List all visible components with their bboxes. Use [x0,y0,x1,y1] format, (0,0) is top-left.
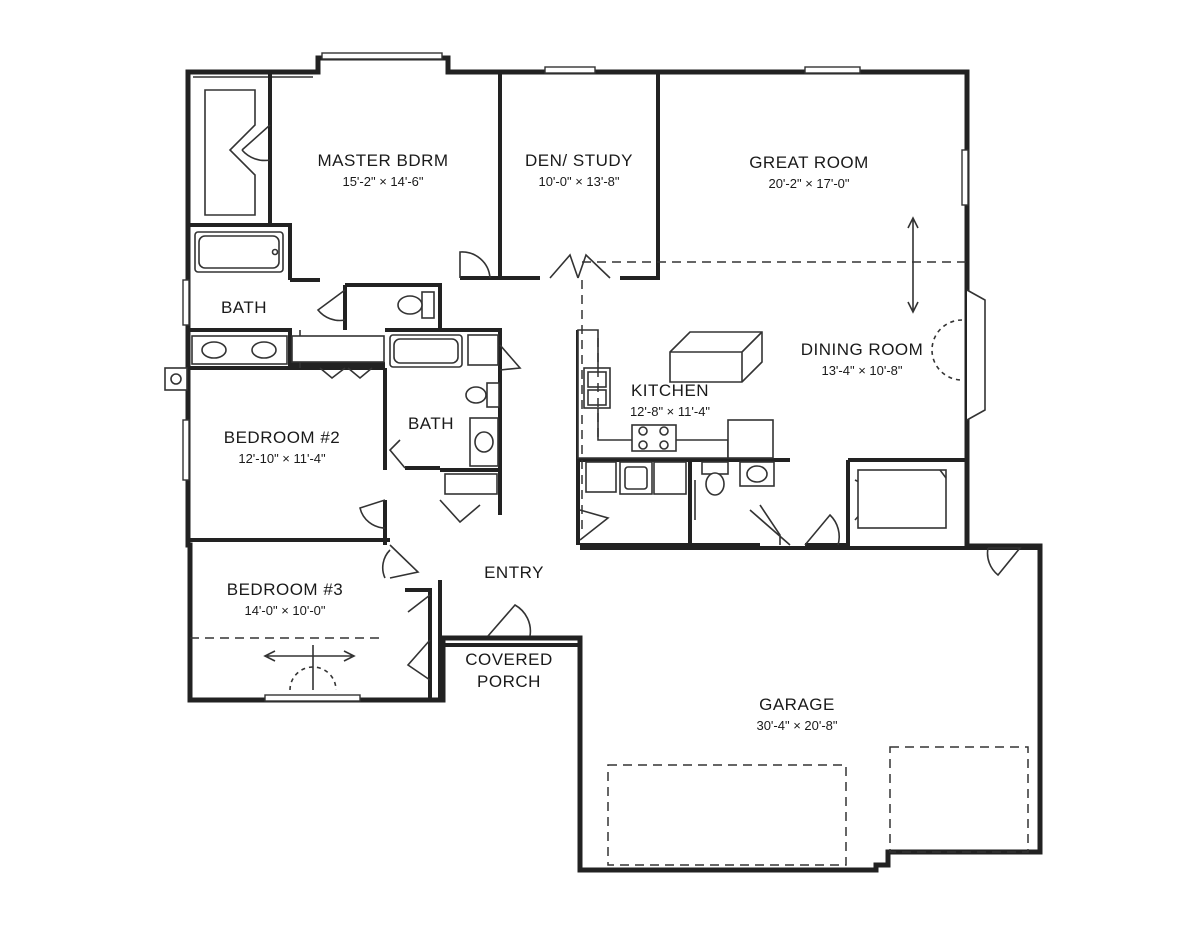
room-garage: GARAGE 30'-4" × 20'-8" [756,695,837,734]
doors [241,124,1022,681]
room-name: DEN/ STUDY [525,151,633,170]
interior-walls [190,72,1040,700]
room-entry: ENTRY [484,563,544,583]
room-dimensions: 15'-2" × 14'-6" [342,174,424,190]
room-name: GREAT ROOM [749,153,869,172]
room-name: GARAGE [759,695,835,714]
room-name: BEDROOM #2 [223,428,341,447]
room-name: BEDROOM #3 [226,580,344,599]
room-name: ENTRY [484,563,544,582]
room-dimensions: 13'-4" × 10'-8" [821,363,903,379]
windows [164,52,986,702]
room-master-bedroom: MASTER BDRM 15'-2" × 14'-6" [317,151,448,190]
room-bath-2: BATH [408,414,454,434]
room-bedroom-3: BEDROOM #3 14'-0" × 10'-0" [227,580,343,619]
room-kitchen: KITCHEN 12'-8" × 11'-4" [630,381,710,420]
room-dimensions: 10'-0" × 13'-8" [538,174,620,190]
room-dimensions: 14'-0" × 10'-0" [244,603,326,619]
room-dimensions: 30'-4" × 20'-8" [756,718,838,734]
room-name: BATH [220,298,268,317]
dashed-lines [190,261,1029,866]
room-dimensions: 20'-2" × 17'-0" [768,176,850,192]
room-great-room: GREAT ROOM 20'-2" × 17'-0" [749,153,869,192]
room-covered-porch: COVERED PORCH [465,650,553,693]
room-name: BATH [407,414,455,433]
room-dimensions: 12'-10" × 11'-4" [238,451,326,467]
fixtures [191,89,947,529]
room-bath-1: BATH [221,298,267,318]
room-dining-room: DINING ROOM 13'-4" × 10'-8" [801,340,924,379]
room-den-study: DEN/ STUDY 10'-0" × 13'-8" [525,151,633,190]
room-dimensions: 12'-8" × 11'-4" [629,404,711,420]
room-name-line-1: COVERED [465,650,553,669]
room-bedroom-2: BEDROOM #2 12'-10" × 11'-4" [224,428,340,467]
room-name: DINING ROOM [800,340,924,359]
direction-arrows [263,216,919,690]
room-name-line-2: PORCH [477,672,541,692]
room-name: MASTER BDRM [317,151,449,170]
room-name: KITCHEN [630,381,710,400]
